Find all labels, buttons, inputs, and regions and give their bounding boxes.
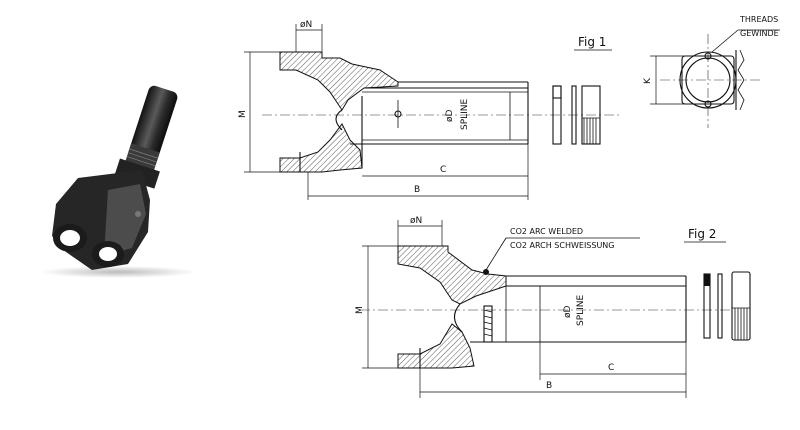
- fig2-dim-m: M: [355, 306, 365, 314]
- fig2-cap-knurl: [732, 307, 750, 340]
- fig1-gewinde: GEWINDE: [740, 29, 779, 38]
- fig2-dim-c: C: [608, 363, 614, 373]
- fig1-dim-c: C: [440, 165, 446, 175]
- fig2-weld-en: CO2 ARC WELDED: [510, 227, 583, 236]
- fig2-weld-de: CO2 ARCH SCHWEISSUNG: [510, 241, 615, 250]
- fig2-dim-b: B: [546, 381, 552, 391]
- fig1-dia-d: øD: [445, 109, 455, 122]
- fig1-spline: SPLINE: [460, 98, 470, 130]
- fig2-title: Fig 2: [688, 227, 716, 241]
- fig2-dia-d: øD: [563, 305, 573, 318]
- fig2-spline: SPLINE: [576, 294, 586, 326]
- fig1-threads: THREADS: [739, 15, 778, 24]
- fig1-cap-knurl: [582, 117, 600, 144]
- fig1-drawing: Fig 1 øD SPLINE øN: [238, 15, 780, 200]
- fig1-title: Fig 1: [578, 35, 606, 49]
- fig1-dim-k: K: [643, 77, 653, 84]
- fig2-drawing: Fig 2 CO2 ARC WELDED CO2 ARCH SCHWEISSUN…: [355, 216, 751, 398]
- fig1-dim-b: B: [414, 185, 420, 195]
- fig1-dim-m: M: [238, 110, 248, 118]
- fig2-dia-n: øN: [410, 216, 422, 226]
- yoke-photo: [40, 85, 196, 278]
- fig1-dia-n: øN: [300, 20, 312, 30]
- fig1-end-view: K THREADS GEWINDE: [643, 15, 780, 128]
